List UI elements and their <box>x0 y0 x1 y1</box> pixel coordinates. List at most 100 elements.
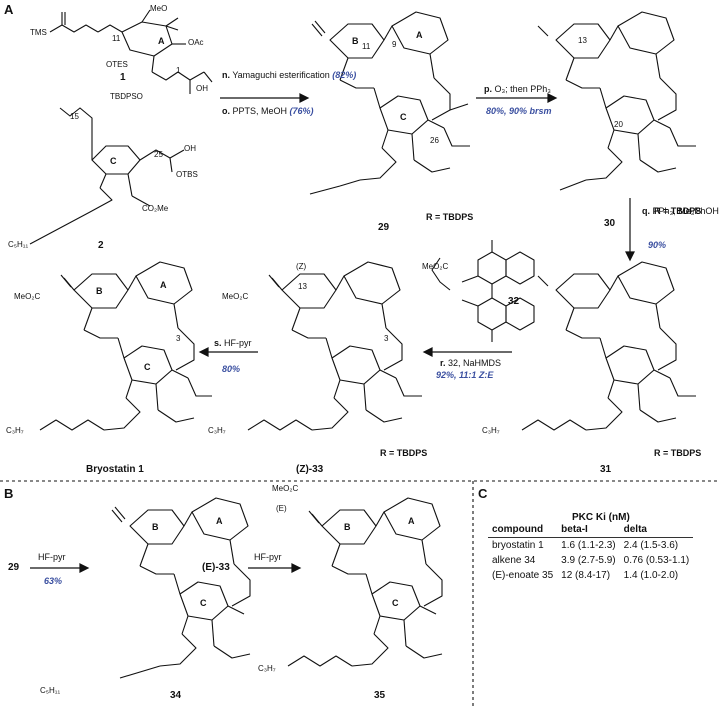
step-o-label: o. <box>222 106 230 116</box>
compound-35-structure <box>287 497 443 667</box>
pkc-table: compound beta-I delta bryostatin 1 1.6 (… <box>488 522 694 583</box>
atom-c3h7-35: C₃H₇ <box>258 664 276 673</box>
r-group-31: R = TBDPS <box>654 448 702 458</box>
ring-label-b-29: B <box>352 36 359 46</box>
panel-label-a: A <box>4 2 14 17</box>
table-cell: (E)-enoate 35 <box>492 570 554 581</box>
table-header: beta-I <box>557 522 620 538</box>
ring-label-a-34: A <box>216 516 223 526</box>
table-row: (E)-enoate 35 12 (8.4-17) 1.4 (1.0-2.0) <box>488 568 693 583</box>
step-r-yield: 92%, 11:1 Z:E <box>436 370 494 380</box>
atom-otes: OTES <box>106 60 128 69</box>
atom-num-1: 1 <box>176 66 181 75</box>
atom-num-26-29: 26 <box>430 136 439 145</box>
atom-co2me-2: CO₂Me <box>142 204 169 213</box>
atom-otbs-2: OTBS <box>176 170 198 179</box>
table-header: delta <box>619 522 694 538</box>
atom-c5h11-2: C₅H₁₁ <box>8 240 29 249</box>
table-cell: 0.76 (0.53-1.1) <box>623 555 690 566</box>
atom-num-20-30: 20 <box>614 120 623 129</box>
step-q-conditions: PPh₃, Me₃PhOH <box>652 206 719 216</box>
reaction-arrows <box>30 93 635 573</box>
step-p-label: p. <box>484 84 492 94</box>
step-r-conditions: 32, NaHMDS <box>448 358 502 368</box>
table-cell: 1.4 (1.0-2.0) <box>623 570 679 581</box>
table-cell: alkene 34 <box>492 555 536 566</box>
ring-label-a-1: A <box>158 36 165 46</box>
atom-meo2c-33: MeO₂C <box>222 292 249 301</box>
atom-c5h11-34: C₅H₁₁ <box>40 686 61 695</box>
step-b2-text: HF-pyr <box>254 552 282 562</box>
ring-label-c-bryo: C <box>144 362 151 372</box>
compound-number-30: 30 <box>604 218 616 229</box>
atom-meo-1: MeO <box>150 4 168 13</box>
atom-meo2c-bryo: MeO₂C <box>14 292 41 301</box>
step-s-text: s. HF-pyr <box>214 338 252 348</box>
atom-oh-2: OH <box>184 144 196 153</box>
compound-32-structure <box>431 240 535 342</box>
compound-number-29: 29 <box>378 222 390 233</box>
step-q-text: q. PPh₃, Me₃PhOH <box>642 206 719 216</box>
step-n-yield: (82%) <box>332 70 357 80</box>
compound-number-z33: (Z)-33 <box>296 464 324 475</box>
compound-number-35: 35 <box>374 690 386 701</box>
ring-label-b-bryo: B <box>96 286 103 296</box>
compound-number-1: 1 <box>120 72 126 83</box>
ring-label-b-35: B <box>344 522 351 532</box>
r-group-33: R = TBDPS <box>380 448 428 458</box>
atom-z-33: (Z) <box>296 262 307 271</box>
ring-label-a-35: A <box>408 516 415 526</box>
compound-z33-structure <box>247 261 422 431</box>
step-p-conditions: O₃; then PPh₃ <box>494 84 551 94</box>
compound-30-structure <box>537 11 696 191</box>
step-b1-yield: 63% <box>44 576 63 586</box>
compound-name-bryostatin: Bryostatin 1 <box>86 464 144 475</box>
compound-2-structure <box>29 107 185 245</box>
r-group-30: R = TBDPS <box>654 206 702 216</box>
ring-label-a-29: A <box>416 30 423 40</box>
atom-num-15: 15 <box>70 112 79 121</box>
compound-number-31: 31 <box>600 464 612 475</box>
atom-num-9-29: 9 <box>392 40 397 49</box>
step-q-label: q. <box>642 206 650 216</box>
atom-c3h7-31: C₃H₇ <box>482 426 500 435</box>
table-cell: 1.6 (1.1-2.3) <box>561 540 616 551</box>
compound-29-structure <box>309 11 470 195</box>
step-q-yield: 90% <box>648 240 667 250</box>
atom-num-25: 25 <box>154 150 163 159</box>
panel-label-b: B <box>4 486 14 501</box>
compound-31-structure <box>521 261 696 431</box>
table-cell: 2.4 (1.5-3.6) <box>623 540 679 551</box>
ring-label-c-34: C <box>200 598 207 608</box>
table-cell: 12 (8.4-17) <box>561 570 611 581</box>
step-s-label: s. <box>214 338 222 348</box>
step-p-yield: 80%, 90% brsm <box>486 106 552 116</box>
step-o-yield: (76%) <box>289 106 314 116</box>
atom-num-11: 11 <box>112 34 121 43</box>
step-r-text: r. 32, NaHMDS <box>440 358 501 368</box>
bryostatin-structure <box>39 261 212 431</box>
step-s-conditions: HF-pyr <box>224 338 252 348</box>
atom-num-13-33: 13 <box>298 282 307 291</box>
ring-label-c-2: C <box>110 156 117 166</box>
compound-number-32: 32 <box>508 296 520 307</box>
atom-c3h7-33: C₃H₇ <box>208 426 226 435</box>
step-n-conditions: Yamaguchi esterification <box>232 70 330 80</box>
atom-num-3-bryo: 3 <box>176 334 181 343</box>
step-b1-text: HF-pyr <box>38 552 66 562</box>
compound-number-34: 34 <box>170 690 182 701</box>
ring-label-c-35: C <box>392 598 399 608</box>
atom-num-11-29: 11 <box>362 42 371 51</box>
step-o-conditions: PPTS, MeOH <box>232 106 288 116</box>
atom-num-3-33: 3 <box>384 334 389 343</box>
table-header-row: compound beta-I delta <box>488 522 694 538</box>
table-header: compound <box>488 522 558 538</box>
table-cell: bryostatin 1 <box>492 540 544 551</box>
atom-num-13-30: 13 <box>578 36 587 45</box>
ring-label-c-29: C <box>400 112 407 122</box>
atom-e-35: (E) <box>276 504 287 513</box>
table-cell: 3.9 (2.7-5.9) <box>561 555 616 566</box>
step-r-label: r. <box>440 358 446 368</box>
table-title: PKC Ki (nM) <box>572 512 630 523</box>
